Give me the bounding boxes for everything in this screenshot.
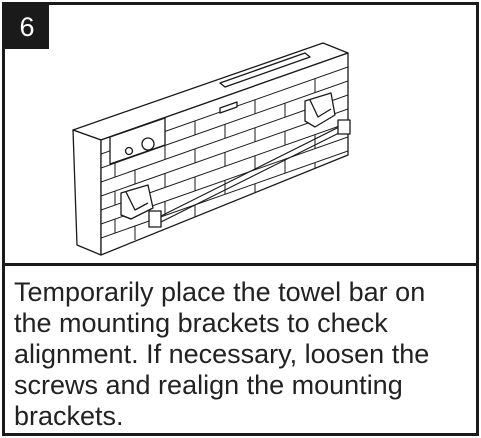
outlet-small	[124, 146, 134, 156]
instruction-line: screws and realign the mounting	[14, 370, 403, 400]
instruction-line: brackets.	[14, 401, 124, 431]
switch-plate	[109, 117, 166, 165]
outlet-large	[141, 137, 155, 151]
left-bracket	[120, 184, 154, 220]
section-divider	[5, 263, 476, 266]
towel-bar-wall-illustration	[72, 42, 351, 256]
instruction-text: Temporarily place the towel bar on the m…	[14, 277, 469, 432]
instruction-line: Temporarily place the towel bar on	[14, 277, 426, 307]
bar-end-left	[148, 210, 162, 228]
wall-end	[72, 129, 102, 256]
towel-bar	[154, 124, 344, 220]
step-number-badge: 6	[5, 5, 49, 49]
instruction-line: alignment. If necessary, loosen the	[14, 339, 430, 369]
bar-end-right	[337, 119, 351, 135]
instruction-line: the mounting brackets to check	[14, 308, 388, 338]
right-bracket	[304, 92, 336, 128]
